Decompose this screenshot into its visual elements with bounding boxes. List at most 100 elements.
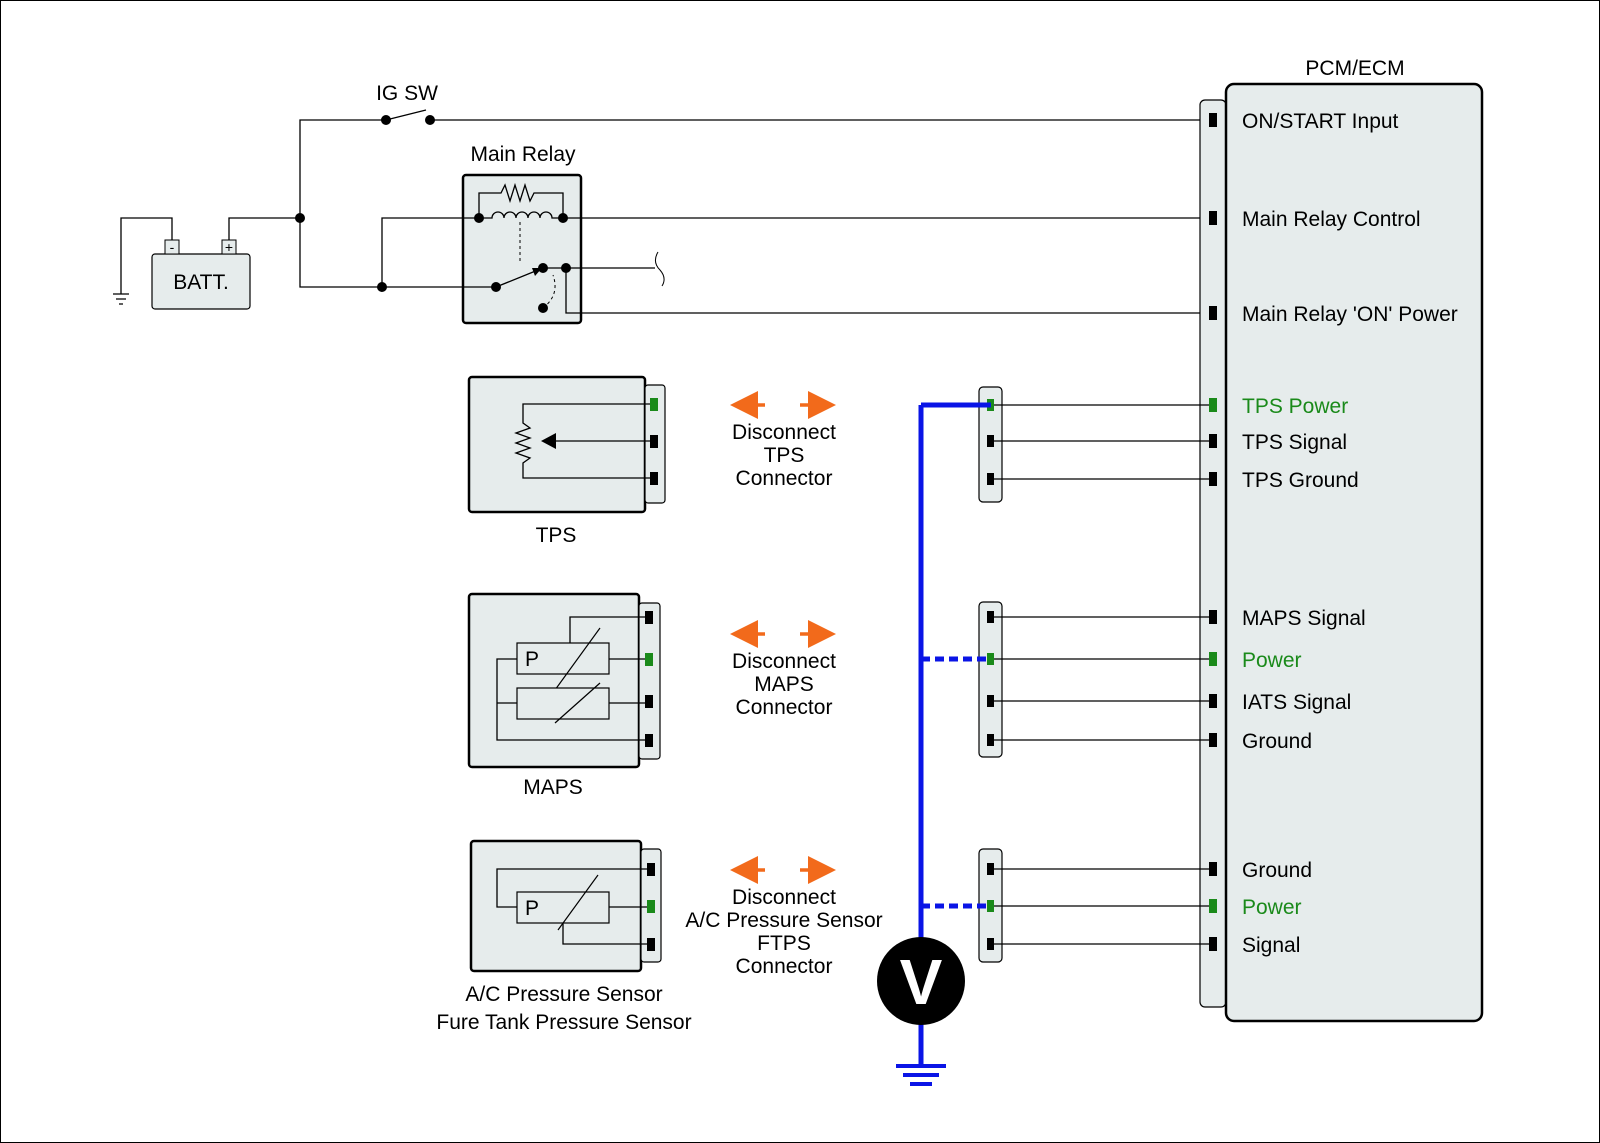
ecm-pin-label: Main Relay 'ON' Power [1242, 303, 1458, 326]
ecm-body [1224, 82, 1484, 1023]
sensor-pin-terminal [650, 472, 658, 485]
acps-instruction-line-1: Disconnect [732, 886, 836, 909]
harness-pin-terminal [987, 695, 994, 707]
acps-signal-wire [562, 923, 652, 945]
tps-potentiometer-icon [514, 403, 650, 479]
sensor-pin-terminal [645, 611, 653, 624]
ac-pressure-sensor: P A/C Pressure Sensor Fure Tank Pressure… [436, 839, 692, 1034]
ecm-pin-terminal [1209, 862, 1217, 876]
acps-label-1: A/C Pressure Sensor [465, 983, 662, 1006]
ecm-pin-terminal [1209, 899, 1217, 913]
ecm-pin-terminal [1209, 306, 1217, 320]
sensor-pin-terminal [647, 863, 655, 876]
ecm-pin-terminal [1209, 694, 1217, 708]
maps-variable-mark-1 [554, 627, 601, 691]
relay-on-power-wire [565, 268, 1200, 314]
maps-pressure-element [516, 642, 610, 675]
acps-ground-wire [496, 868, 652, 908]
wire-break-icon [654, 251, 665, 287]
ecm-pin-label: TPS Ground [1242, 469, 1359, 492]
ecm-pin-terminal [1209, 937, 1217, 951]
maps-signal-wire [569, 616, 650, 643]
maps-temp-element [516, 687, 610, 720]
ecm-pin-terminal [1209, 113, 1217, 127]
ecm-pin-terminal [1209, 434, 1217, 448]
harness-pin-terminal [987, 734, 994, 746]
battery-ground-icon [113, 293, 129, 305]
harness-pin-terminal [987, 611, 994, 623]
ig-switch-blade [385, 109, 427, 121]
acps-disconnect-instruction: Disconnect A/C Pressure Sensor FTPS Conn… [685, 856, 883, 978]
ecm-pin-label: ON/START Input [1242, 110, 1399, 133]
ecm-pin-label: Ground [1242, 730, 1312, 753]
harness-pin-terminal [987, 473, 994, 485]
ecm-pin-terminal [1209, 472, 1217, 486]
maps-ground-wire [496, 658, 650, 741]
voltmeter [877, 937, 965, 1025]
tps-sensor: TPS [467, 375, 666, 547]
relay-resistor-icon [478, 182, 564, 218]
maps-body [467, 592, 641, 769]
ecm-title: PCM/ECM [1305, 57, 1404, 80]
tps-label: TPS [536, 524, 577, 547]
maps-instruction-line-1: Disconnect [732, 650, 836, 673]
sensor-pin-terminal [647, 900, 655, 913]
acps-variable-mark [557, 874, 599, 931]
battery-ground-wire [120, 217, 173, 294]
ignition-switch: IG SW [299, 82, 1200, 218]
main-relay-label: Main Relay [470, 143, 576, 166]
tps-instruction-line-3: Connector [736, 467, 833, 490]
ecm-pin-label: IATS Signal [1242, 691, 1351, 714]
battery: BATT. - + [113, 217, 300, 310]
ecm-pin-terminal [1209, 610, 1217, 624]
harness-pin-terminal [987, 900, 994, 912]
battery-label: BATT. [173, 271, 229, 294]
maps-p-label: P [525, 648, 539, 671]
maps-connector [638, 602, 661, 760]
acps-label-2: Fure Tank Pressure Sensor [436, 1011, 691, 1034]
relay-coil-feed-wire [381, 217, 479, 287]
tps-instruction-line-2: TPS [764, 444, 805, 467]
ecm-pin-label: Main Relay Control [1242, 208, 1421, 231]
ground-icon [896, 1064, 946, 1086]
sensor-pin-terminal [645, 695, 653, 708]
ecm-pin-label: TPS Power [1242, 395, 1348, 418]
battery-positive-wire [228, 217, 300, 240]
ecm-pin-label: MAPS Signal [1242, 607, 1366, 630]
maps-instruction-line-2: MAPS [754, 673, 814, 696]
tps-disconnect-instruction: Disconnect TPS Connector [730, 391, 836, 490]
battery-neg-sign: - [170, 239, 175, 255]
maps-label: MAPS [523, 776, 583, 799]
maps-variable-mark-2 [554, 682, 601, 724]
maps-sensor: P MAPS [467, 592, 661, 799]
ecm-pin-label: Power [1242, 649, 1302, 672]
sensor-pin-terminal [645, 734, 653, 747]
relay-feed-wire [299, 218, 496, 288]
ecm-pin-terminal [1209, 398, 1217, 412]
harness-pin-terminal [987, 435, 994, 447]
harness-wire-group [645, 398, 1209, 951]
harness-pin-terminal [987, 863, 994, 875]
ecm-pin-label: Ground [1242, 859, 1312, 882]
sensor-pin-terminal [650, 435, 658, 448]
relay-travel-path [542, 274, 556, 309]
tps-body [467, 375, 647, 514]
tps-wiper-arrow-icon [541, 433, 556, 449]
harness-pin-terminal [987, 938, 994, 950]
relay-coil-icon [479, 211, 563, 219]
voltmeter-probe: V [877, 402, 991, 1086]
maps-disconnect-instruction: Disconnect MAPS Connector [730, 620, 836, 719]
ecm-pin-terminal [1209, 652, 1217, 666]
battery-body [151, 253, 251, 310]
ecm-pin-terminal [1209, 211, 1217, 225]
voltmeter-lead [918, 402, 991, 938]
maps-harness-connector [978, 601, 1003, 758]
ecm-pin-terminal [1209, 733, 1217, 747]
main-relay: Main Relay [461, 143, 583, 325]
sensor-pin-terminal [650, 398, 658, 411]
ecm-pin-label: Power [1242, 896, 1302, 919]
